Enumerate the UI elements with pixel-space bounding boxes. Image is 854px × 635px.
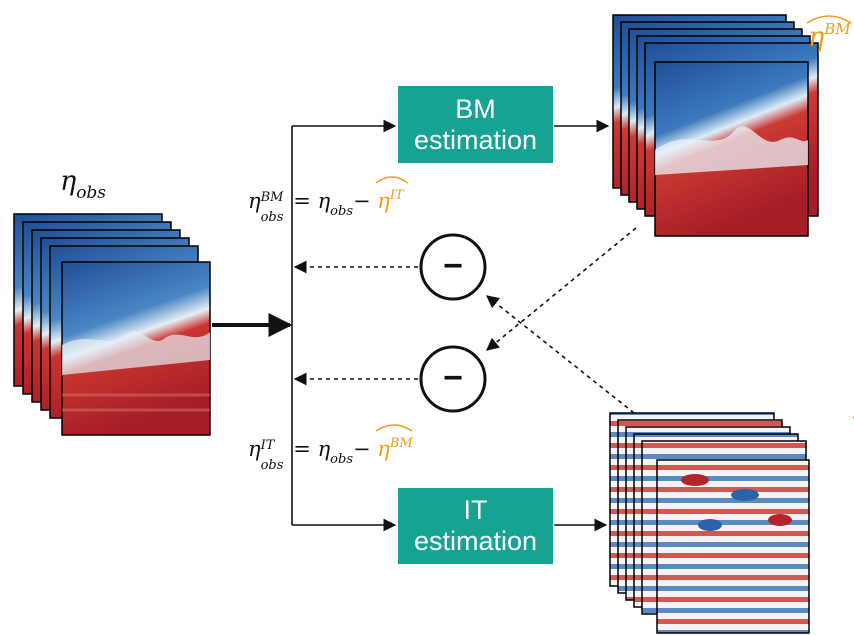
bm-estimation-box: BM estimation <box>398 86 553 163</box>
input-field-stack <box>13 213 211 436</box>
dashed-arrow-bm-to-lower <box>486 227 637 351</box>
hat-mark <box>375 424 413 432</box>
input-label-symbol: η <box>60 166 77 197</box>
hat-mark <box>375 176 409 184</box>
eq-it-hat-term: ηBM <box>375 424 413 461</box>
bm-output-sup: BM <box>824 20 851 38</box>
eq-bm-minus: − <box>353 189 371 213</box>
eq-bm-hat-term: ηIT <box>375 176 409 213</box>
eq-bm-rhs: η <box>317 189 331 213</box>
hat-mark <box>806 15 852 24</box>
svg-text:−: − <box>443 359 463 397</box>
svg-text:−: − <box>443 247 463 285</box>
eq-it-hat-symbol: η <box>377 437 390 461</box>
eq-bm-hat-symbol: η <box>377 189 390 213</box>
bm-output-label: ηBM <box>806 15 852 53</box>
it-output-stack <box>609 412 810 634</box>
it-estimation-box: IT estimation <box>398 488 553 564</box>
dashed-arrow-it-to-upper <box>485 295 635 414</box>
dashed-connectors <box>293 227 637 414</box>
bm-output-stack <box>612 14 819 237</box>
eq-it-rhs: η <box>317 437 331 461</box>
eq-bm-indices: obs BM <box>261 190 287 225</box>
eq-bm-equals: = <box>293 189 311 213</box>
solid-connectors <box>212 119 610 532</box>
eq-it-equals: = <box>293 437 311 461</box>
eq-it-lhs-sub: obs <box>260 458 284 473</box>
input-label-subscript: obs <box>76 183 107 203</box>
eq-bm-hat-sup: IT <box>389 188 404 203</box>
bm-box-line2: estimation <box>413 124 538 155</box>
bm-output-symbol: η <box>808 22 825 53</box>
input-label: ηobs <box>60 166 106 203</box>
eq-bm-lhs-sub: obs <box>260 210 284 225</box>
eq-it-minus: − <box>353 437 371 461</box>
bm-box-line1: BM <box>455 93 496 124</box>
eq-it-lhs-sup: IT <box>260 438 275 453</box>
eq-bm-rhs-sub: obs <box>330 204 353 219</box>
eq-it-hat-sup: BM <box>389 436 413 451</box>
subtract-node-lower: − <box>419 345 487 413</box>
it-box-line2: estimation <box>413 526 538 556</box>
eq-it-indices: obs IT <box>261 438 287 473</box>
eq-bm-lhs-sup: BM <box>260 190 284 205</box>
eq-it-lhs: η <box>248 437 261 461</box>
eq-it-rhs-sub: obs <box>330 452 353 467</box>
eq-bm-lhs: η <box>248 189 261 213</box>
subtract-node-upper: − <box>419 233 487 301</box>
it-box-line1: IT <box>463 495 488 525</box>
